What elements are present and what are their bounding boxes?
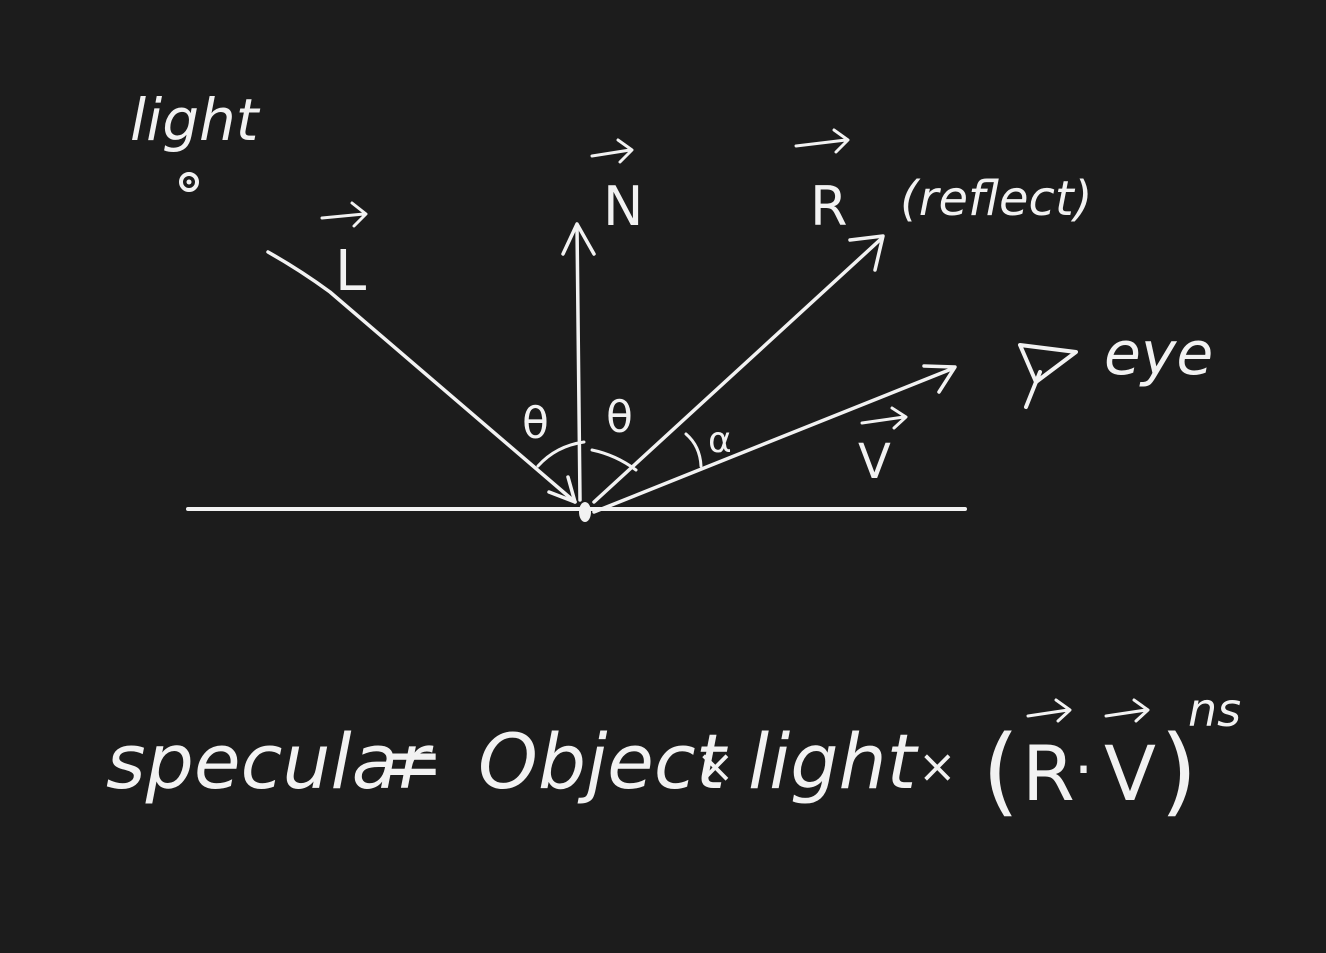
- vector-r-label: R: [810, 175, 848, 238]
- vector-l-arrow-icon: [320, 201, 368, 228]
- alpha-arc: [684, 432, 703, 468]
- reflect-vector-line: [592, 236, 884, 504]
- normal-vector-arrowhead: [561, 222, 596, 256]
- theta-left-label: θ: [522, 398, 549, 449]
- formula-v-arrow-icon: [1104, 698, 1150, 723]
- theta-left-arc: [536, 440, 586, 468]
- light-source-icon: [179, 172, 199, 192]
- normal-vector-line: [575, 224, 582, 502]
- view-vector-line: [592, 366, 956, 514]
- vector-n-label: N: [603, 175, 643, 238]
- view-vector-arrowhead: [922, 364, 957, 394]
- formula-light: light: [748, 717, 920, 806]
- formula-object: Object: [478, 717, 729, 806]
- eye-icon: [1018, 343, 1078, 409]
- formula-r-arrow-icon: [1026, 698, 1072, 723]
- theta-right-label: θ: [606, 392, 633, 443]
- formula-v: V: [1104, 729, 1156, 818]
- formula-r: R: [1022, 729, 1075, 818]
- vector-r-arrow-icon: [794, 128, 850, 154]
- light-vector-line: [266, 250, 577, 504]
- formula-times-1: ×: [696, 739, 735, 793]
- formula-dot: ·: [1074, 735, 1093, 805]
- formula-times-2: ×: [918, 739, 957, 793]
- light-vector-arrowhead: [547, 475, 577, 504]
- incidence-point: [579, 502, 591, 522]
- formula-lhs: specular: [106, 717, 434, 806]
- formula-exponent: ns: [1188, 683, 1241, 737]
- specular-formula: specular = Object × light × ( R · V ) ns: [106, 683, 1241, 827]
- formula-equals: =: [380, 717, 444, 806]
- vector-n-arrow-icon: [590, 138, 634, 164]
- reflect-vector-arrowhead: [848, 234, 885, 272]
- formula-close-paren: ): [1160, 715, 1197, 827]
- light-label: light: [130, 86, 261, 154]
- reflect-label: (reflect): [900, 171, 1092, 227]
- vector-v-arrow-icon: [860, 406, 908, 430]
- formula-open-paren: (: [982, 715, 1019, 827]
- vector-l-label: L: [335, 239, 366, 304]
- eye-label: eye: [1104, 319, 1213, 389]
- vector-v-label: V: [858, 434, 891, 490]
- theta-right-arc: [590, 448, 638, 472]
- alpha-label: α: [708, 420, 732, 461]
